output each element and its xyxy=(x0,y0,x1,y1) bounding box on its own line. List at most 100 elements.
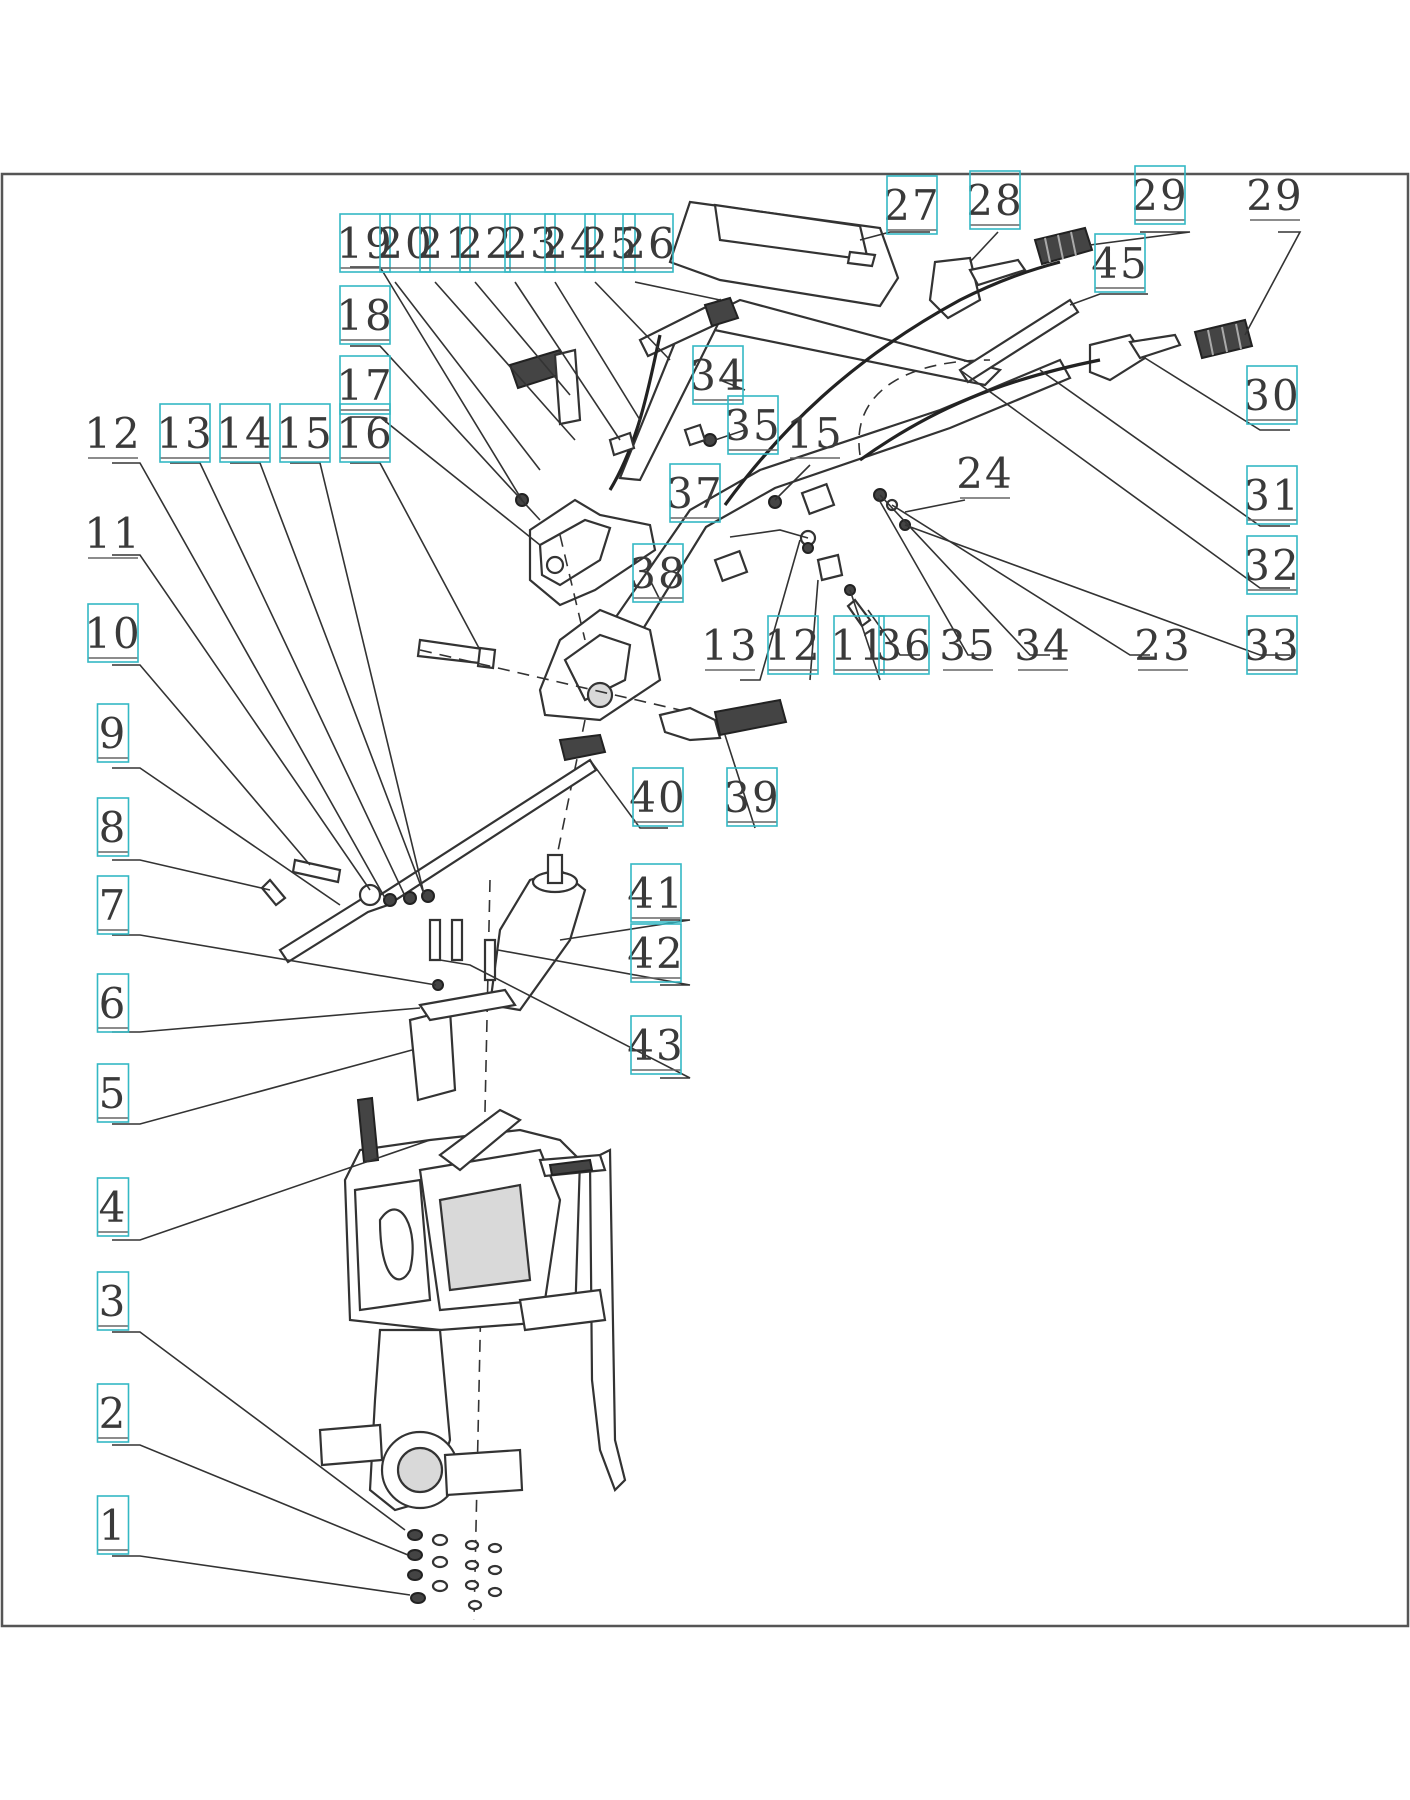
callout-15: 15 xyxy=(276,403,333,463)
mount-column xyxy=(488,868,587,1012)
callout-number: 36 xyxy=(875,621,932,670)
callout-33: 33 xyxy=(1243,615,1300,675)
callout-number: 33 xyxy=(1243,621,1300,670)
callout-box xyxy=(584,213,636,273)
callout-number: 23 xyxy=(501,219,558,268)
callout-34: 34 xyxy=(1014,621,1071,671)
callout-box xyxy=(1246,465,1298,525)
callout-box xyxy=(767,615,819,675)
leader-lines xyxy=(112,231,1302,1596)
diagram-frame xyxy=(0,172,1410,1628)
callout-box xyxy=(727,395,779,455)
callout-box xyxy=(1094,233,1146,293)
callout-number: 20 xyxy=(376,219,433,268)
callout-box xyxy=(630,1015,682,1075)
callout-40: 40 xyxy=(629,767,685,827)
callout-10: 10 xyxy=(84,603,140,663)
callout-22: 22 xyxy=(456,213,512,273)
callout-23: 23 xyxy=(501,213,558,273)
callout-14: 14 xyxy=(216,403,272,463)
callout-box xyxy=(632,543,684,603)
callout-number: 28 xyxy=(966,176,1023,225)
callout-number: 11 xyxy=(84,509,141,558)
callout-number: 4 xyxy=(99,1183,128,1232)
callout-box xyxy=(630,923,682,983)
callout-box xyxy=(726,767,778,827)
callout-24: 24 xyxy=(956,449,1013,499)
callout-23: 23 xyxy=(1134,621,1190,671)
callout-28: 28 xyxy=(966,170,1023,230)
callout-box xyxy=(219,403,271,463)
callout-43: 43 xyxy=(627,1015,683,1075)
callout-number: 3 xyxy=(99,1277,128,1326)
callout-35: 35 xyxy=(724,395,780,455)
callout-number: 17 xyxy=(336,361,393,410)
callout-number: 15 xyxy=(276,409,333,458)
callout-number: 5 xyxy=(99,1069,128,1118)
callout-box xyxy=(1246,615,1298,675)
callout-number: 18 xyxy=(336,291,393,340)
callout-38: 38 xyxy=(629,543,685,603)
callout-box xyxy=(339,403,391,463)
callout-box xyxy=(96,1063,130,1123)
callout-13: 13 xyxy=(156,403,213,463)
callout-32: 32 xyxy=(1243,535,1300,595)
callout-box xyxy=(544,213,596,273)
cable-3 xyxy=(608,334,662,491)
callout-number: 24 xyxy=(956,449,1013,498)
bottom-fasteners xyxy=(407,1529,503,1611)
callout-box xyxy=(96,875,130,935)
callout-number: 21 xyxy=(416,219,473,268)
callout-24: 24 xyxy=(541,213,598,273)
callout-number: 29 xyxy=(1131,171,1188,220)
callout-4: 4 xyxy=(96,1177,130,1237)
callout-box xyxy=(692,345,744,405)
callout-16: 16 xyxy=(336,403,393,463)
callout-number: 45 xyxy=(1091,239,1148,288)
callout-number: 15 xyxy=(786,409,843,458)
callout-18: 18 xyxy=(336,285,393,345)
callout-number: 34 xyxy=(1014,621,1071,670)
callout-number: 32 xyxy=(1243,541,1300,590)
callout-11: 11 xyxy=(830,615,887,675)
callout-12: 12 xyxy=(84,409,140,459)
callout-box xyxy=(1246,365,1298,425)
handlebar-tube xyxy=(598,358,1072,652)
callout-box xyxy=(632,767,684,827)
parts-drawing xyxy=(260,200,1254,1621)
grip-right xyxy=(1193,318,1254,360)
callout-42: 42 xyxy=(627,923,683,983)
callout-3: 3 xyxy=(96,1271,130,1331)
callout-13: 13 xyxy=(701,621,757,671)
callout-box xyxy=(1134,165,1186,225)
callout-12: 12 xyxy=(764,615,820,675)
callout-1: 1 xyxy=(96,1495,130,1555)
side-plate xyxy=(408,1008,457,1102)
callout-7: 7 xyxy=(96,875,130,935)
callout-number: 8 xyxy=(99,803,128,852)
callout-box xyxy=(969,170,1021,230)
callout-35: 35 xyxy=(939,621,995,671)
callout-box xyxy=(96,1495,130,1555)
callout-box xyxy=(379,213,431,273)
callout-2: 2 xyxy=(96,1383,130,1443)
callout-number: 2 xyxy=(99,1389,128,1438)
callout-box xyxy=(459,213,511,273)
callout-36: 36 xyxy=(875,615,932,675)
callout-number: 37 xyxy=(666,469,723,518)
callout-number: 29 xyxy=(1246,171,1303,220)
callout-number: 16 xyxy=(336,409,393,458)
callout-number: 24 xyxy=(541,219,598,268)
callout-15: 15 xyxy=(786,409,843,459)
callout-number: 9 xyxy=(99,709,128,758)
callout-number: 11 xyxy=(830,621,887,670)
callout-number: 31 xyxy=(1243,471,1300,520)
callout-box xyxy=(419,213,471,273)
callout-number: 34 xyxy=(689,351,746,400)
callout-29: 29 xyxy=(1131,165,1188,225)
callout-number: 39 xyxy=(723,773,780,822)
callout-box xyxy=(339,355,391,415)
callout-number: 13 xyxy=(156,409,213,458)
cable-2 xyxy=(859,358,1101,462)
